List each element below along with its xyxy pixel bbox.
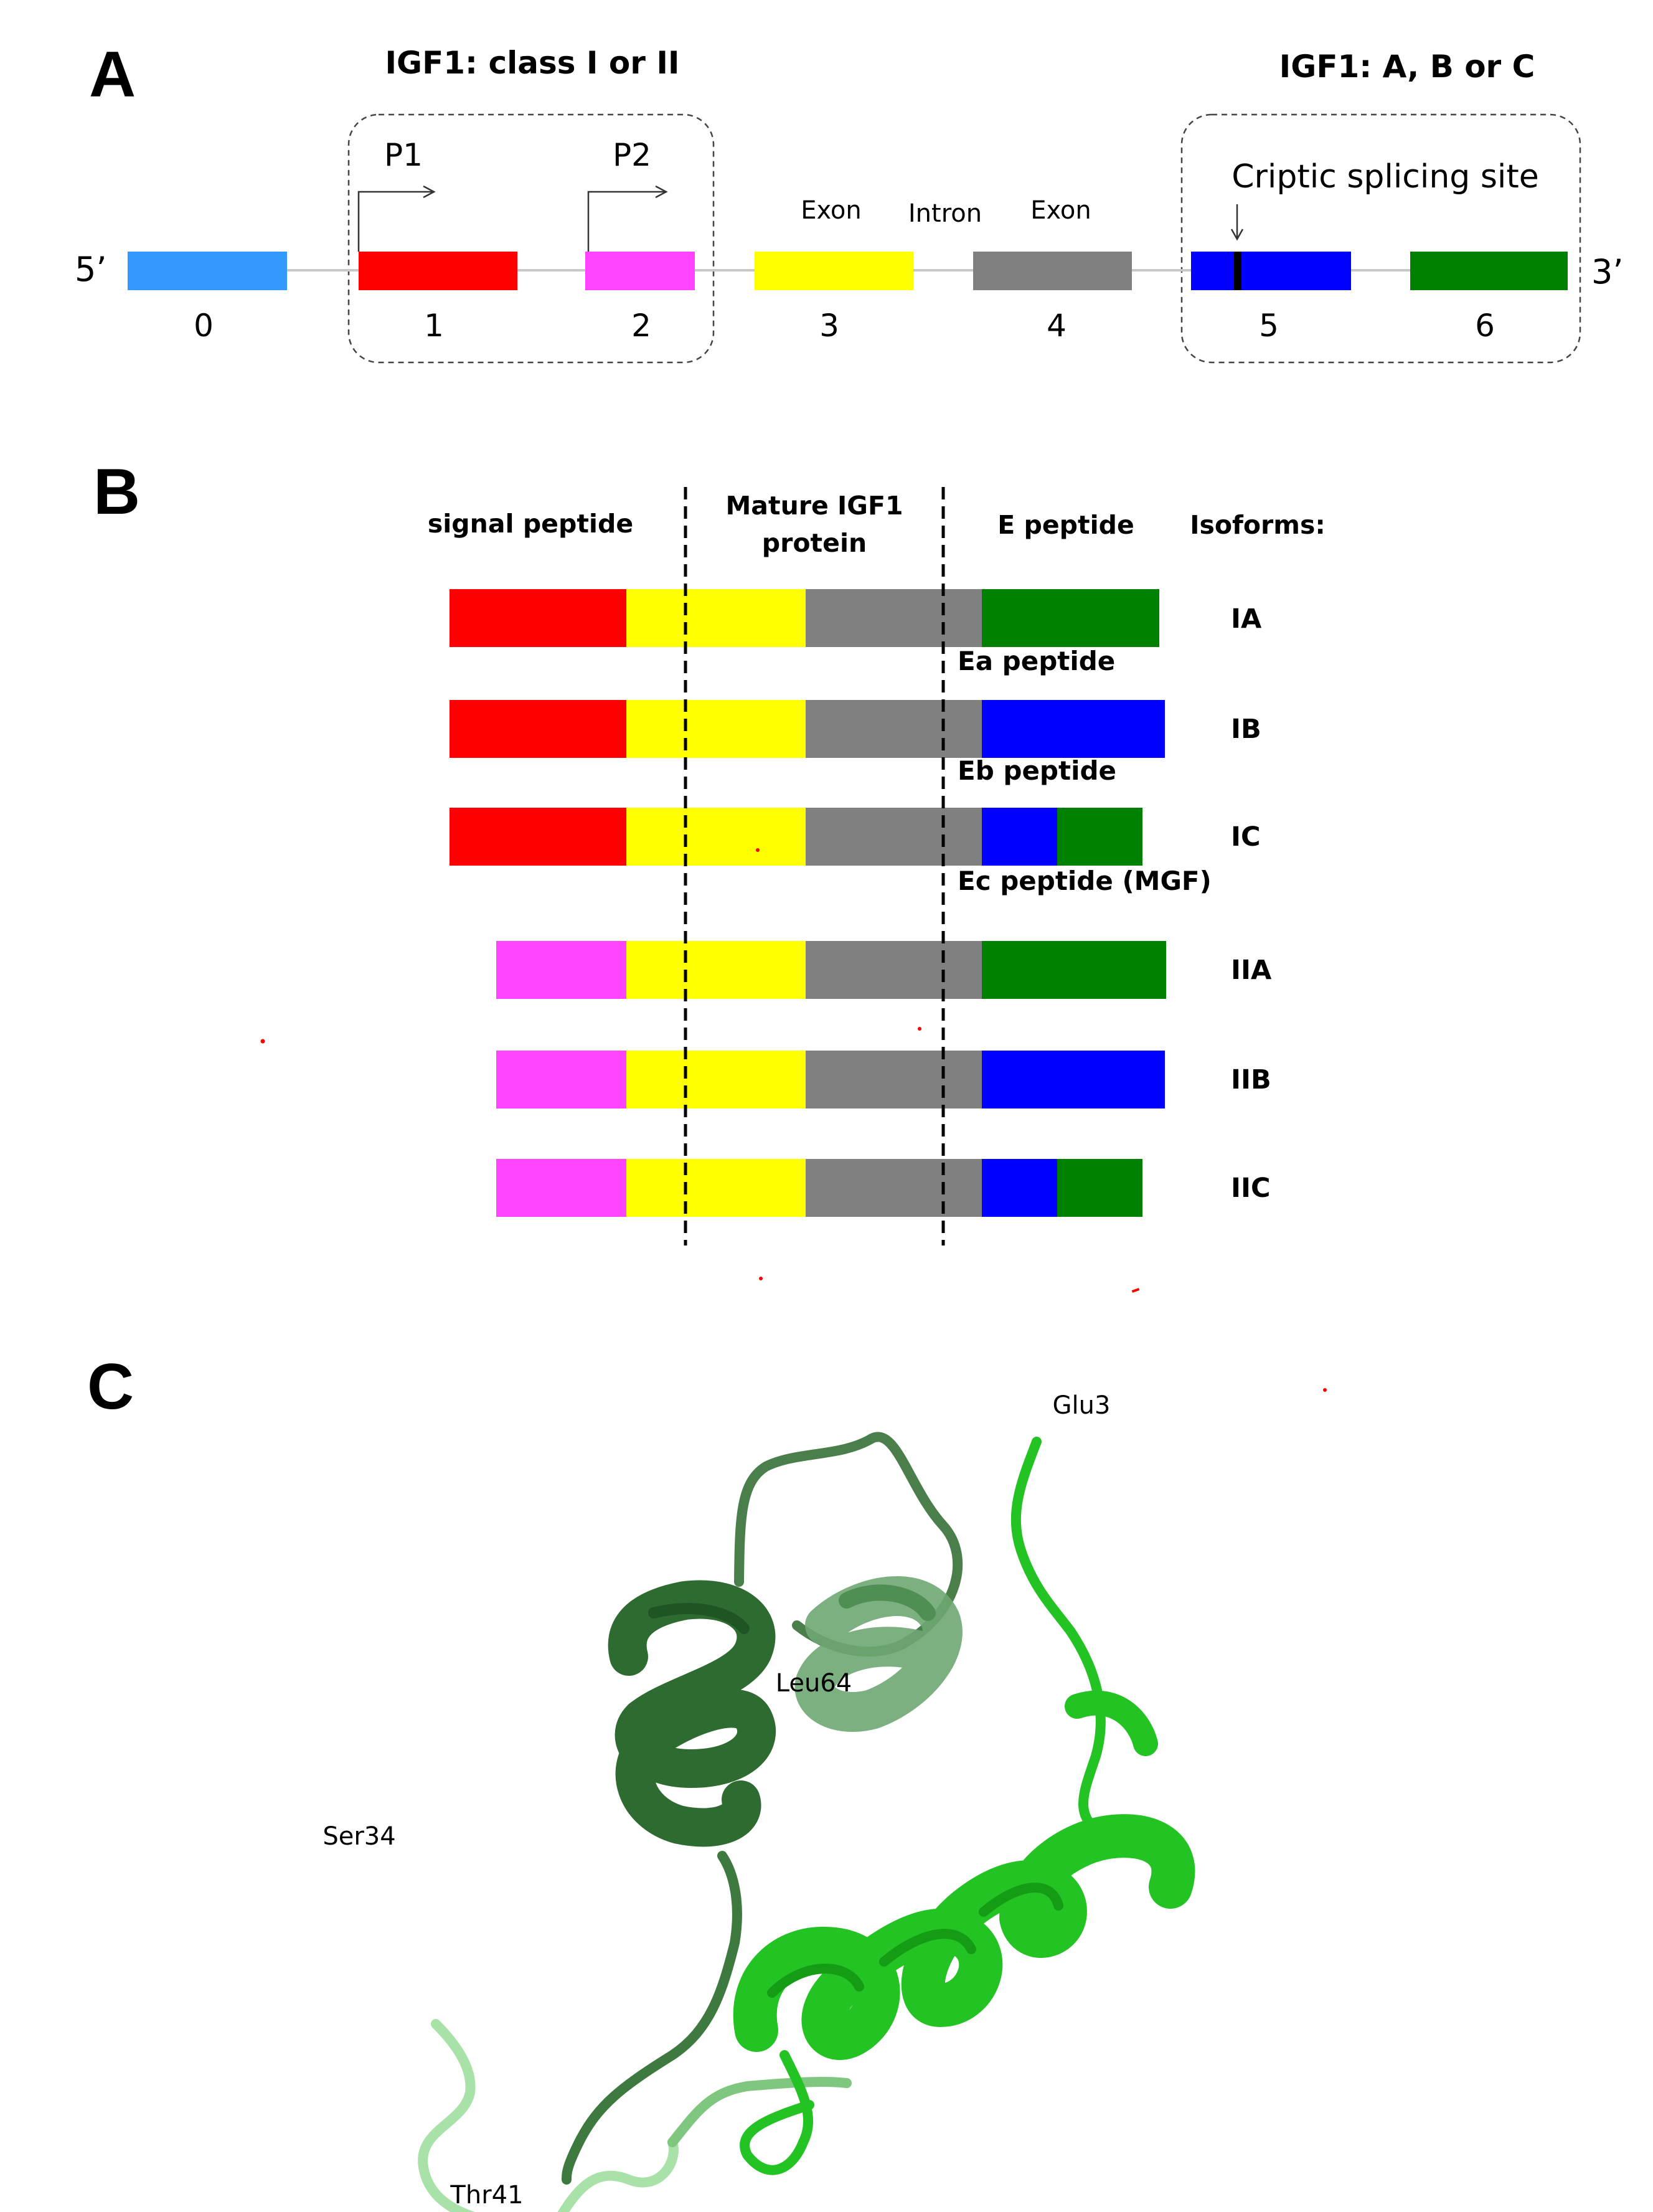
promoter-group-box bbox=[347, 113, 715, 364]
ec-peptide-label: Ec peptide (MGF) bbox=[958, 866, 1212, 896]
promoter-label-p2: P2 bbox=[613, 137, 651, 173]
isoform-label-iib: IIB bbox=[1231, 1064, 1271, 1095]
panel-b: B signal peptide Mature IGF1 protein E p… bbox=[93, 456, 1327, 1392]
promoter-arrow-p1 bbox=[357, 185, 436, 252]
exon-3 bbox=[755, 252, 913, 290]
exon-5 bbox=[1191, 252, 1351, 290]
promoter-label-p1: P1 bbox=[384, 137, 423, 173]
isoform-bar-ic bbox=[450, 808, 1142, 866]
exon-number-6: 6 bbox=[1475, 308, 1495, 344]
isoform-bar-iia bbox=[496, 941, 1166, 999]
exon-0 bbox=[128, 252, 287, 290]
header-mature-line1: Mature IGF1 bbox=[726, 491, 903, 521]
stray-specks bbox=[260, 848, 1327, 1392]
eb-peptide-label: Eb peptide bbox=[958, 755, 1116, 786]
exon-number-2: 2 bbox=[631, 308, 651, 344]
residue-label-ser34: Ser34 bbox=[323, 1822, 395, 1851]
panel-c-letter: C bbox=[87, 1351, 134, 1423]
intron-label: Intron bbox=[908, 199, 982, 228]
panel-c: C Glu3 Leu64 Ser bbox=[87, 1351, 1195, 2212]
exon-number-0: 0 bbox=[194, 308, 214, 344]
cryptic-site-arrow bbox=[1230, 204, 1244, 241]
exon-4 bbox=[973, 252, 1132, 290]
five-prime-label: 5’ bbox=[75, 250, 107, 289]
exon-number-4: 4 bbox=[1047, 308, 1067, 344]
isoform-label-ia: IA bbox=[1231, 603, 1262, 635]
ea-peptide-label: Ea peptide bbox=[958, 646, 1115, 676]
isoform-label-iia: IIA bbox=[1231, 955, 1272, 986]
exon-2 bbox=[585, 252, 695, 290]
header-e-peptide: E peptide bbox=[997, 510, 1134, 540]
exon-1 bbox=[359, 252, 517, 290]
cryptic-splice-mark bbox=[1234, 252, 1241, 290]
isoform-label-iic: IIC bbox=[1231, 1173, 1271, 1204]
panel-a: A IGF1: class I or II IGF1: A, B or C 5’… bbox=[75, 39, 1624, 364]
panel-a-title-variant: IGF1: A, B or C bbox=[1279, 49, 1535, 85]
residue-label-thr41: Thr41 bbox=[450, 2181, 523, 2210]
exon-label-left: Exon bbox=[801, 196, 862, 225]
panel-a-title-class: IGF1: class I or II bbox=[385, 45, 679, 81]
promoter-arrow-p2 bbox=[587, 185, 668, 252]
isoform-bar-iic bbox=[496, 1159, 1142, 1217]
exon-6 bbox=[1410, 252, 1568, 290]
exon-label-right: Exon bbox=[1030, 196, 1091, 225]
header-isoforms: Isoforms: bbox=[1190, 510, 1326, 540]
isoform-bar-iib bbox=[496, 1051, 1165, 1108]
residue-label-leu64: Leu64 bbox=[776, 1669, 852, 1698]
panel-b-letter: B bbox=[93, 456, 140, 528]
exon-number-3: 3 bbox=[819, 308, 839, 344]
cryptic-site-label: Criptic splicing site bbox=[1232, 158, 1539, 196]
panel-a-letter: A bbox=[89, 39, 136, 111]
splice-group-box bbox=[1180, 113, 1581, 364]
exon-number-1: 1 bbox=[424, 308, 444, 344]
header-mature-line2: protein bbox=[762, 528, 867, 558]
exon-number-5: 5 bbox=[1259, 308, 1279, 344]
isoform-bar-ib bbox=[450, 700, 1165, 758]
igf1-protein-structure bbox=[418, 1432, 1195, 2212]
header-signal-peptide: signal peptide bbox=[428, 509, 633, 539]
residue-label-glu3: Glu3 bbox=[1053, 1391, 1111, 1420]
isoform-bar-ia bbox=[450, 589, 1159, 647]
isoform-label-ic: IC bbox=[1231, 821, 1261, 853]
three-prime-label: 3’ bbox=[1591, 252, 1624, 291]
isoform-label-ib: IB bbox=[1231, 714, 1261, 745]
